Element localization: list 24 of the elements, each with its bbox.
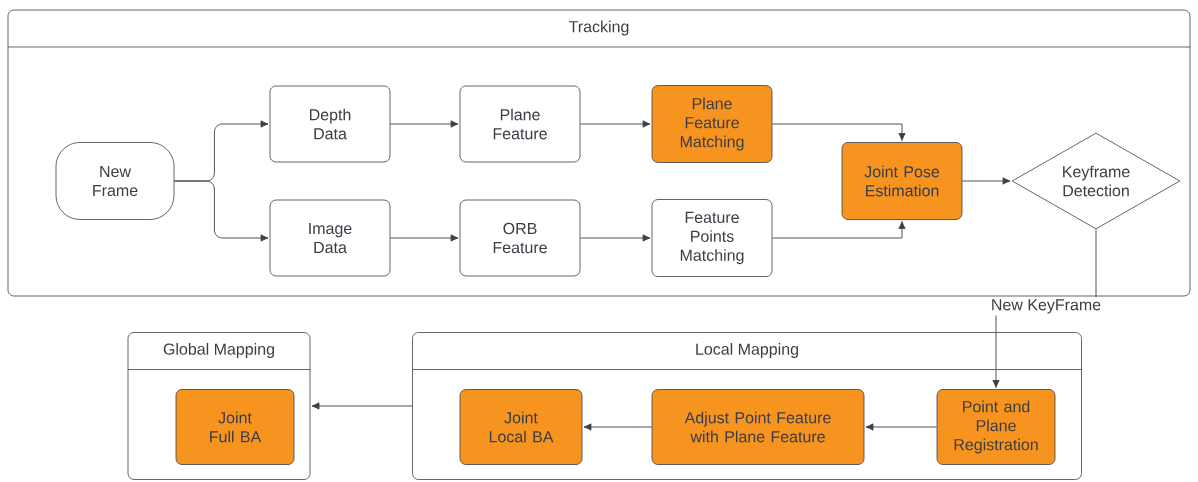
arrow: [579, 120, 651, 128]
arrow: [771, 221, 906, 239]
process-box: Adjust Point Feature with Plane Feature: [651, 389, 865, 465]
process-box: Point and Plane Registration: [936, 389, 1056, 465]
process-box: ORB Feature: [459, 199, 581, 277]
process-box: Joint Full BA: [175, 389, 295, 465]
arrow: [311, 402, 413, 410]
arrow: [771, 123, 906, 141]
arrow: [579, 234, 651, 242]
arrow: [173, 180, 269, 242]
arrow: [583, 423, 653, 431]
process-box: Plane Feature Matching: [651, 85, 773, 163]
arrow: [389, 120, 459, 128]
arrow: [865, 423, 938, 431]
process-box: Depth Data: [269, 85, 391, 163]
edge-label: New KeyFrame: [988, 297, 1104, 316]
start-terminal: New Frame: [55, 142, 175, 220]
process-box: Plane Feature: [459, 85, 581, 163]
arrow: [961, 177, 1011, 185]
process-box: Joint Pose Estimation: [841, 142, 963, 220]
process-box: Joint Local BA: [459, 389, 583, 465]
arrow: [389, 234, 459, 242]
process-box: Image Data: [269, 199, 391, 277]
process-box: Feature Points Matching: [651, 199, 773, 277]
